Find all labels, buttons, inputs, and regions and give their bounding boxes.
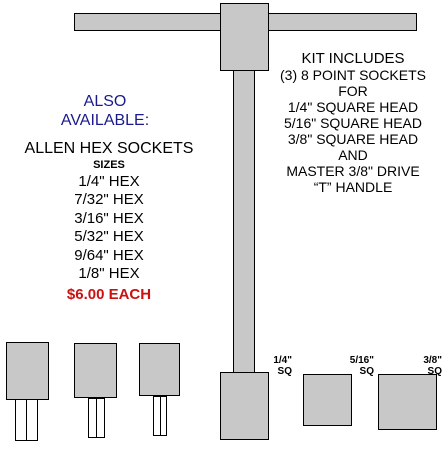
sizes-label: SIZES (93, 159, 125, 171)
list-item: 9/64" HEX (74, 246, 144, 264)
socket-5-16-square (303, 374, 352, 426)
socket-size: 1/4" (273, 355, 292, 366)
allen-socket-1-bit-line (26, 399, 27, 441)
kit-line: AND (338, 147, 368, 163)
kit-line: 5/16" SQUARE HEAD (283, 115, 423, 131)
allen-socket-2-body (74, 343, 117, 398)
list-item: 1/4" HEX (78, 173, 140, 190)
allen-socket-3-bit-line (160, 396, 161, 436)
kit-line: KIT INCLUDES (301, 50, 405, 67)
socket-3-8-square (378, 374, 437, 430)
socket-unit: SQ (277, 366, 292, 377)
allen-size-list: 1/4" HEX 7/32" HEX 3/16" HEX 5/32" HEX 9… (0, 173, 218, 283)
t-handle-hub (220, 3, 269, 71)
list-item: 3/16" HEX (74, 209, 144, 227)
socket-label-5-16: 5/16" SQ (330, 355, 374, 377)
kit-includes-text: KIT INCLUDES (3) 8 POINT SOCKETS FOR 1/4… (268, 50, 438, 196)
kit-line: FOR (338, 83, 368, 99)
allen-socket-1-body (6, 342, 49, 400)
price-label: $6.00 EACH (66, 286, 152, 303)
kit-line: 3/8" SQUARE HEAD (287, 131, 419, 147)
t-handle-shaft (233, 70, 255, 374)
allen-hex-title: ALLEN HEX SOCKETS (24, 140, 194, 157)
also-line: ALSO (83, 93, 127, 110)
list-item: 5/32" HEX (74, 228, 144, 246)
kit-line: 1/4" SQUARE HEAD (287, 99, 419, 115)
socket-size: 3/8" (423, 355, 442, 366)
list-item: 1/8" HEX (78, 265, 140, 283)
available-line: AVAILABLE: (60, 112, 150, 129)
socket-unit: SQ (359, 366, 374, 377)
socket-label-1-4: 1/4" SQ (258, 355, 292, 377)
also-available-heading: ALSO AVAILABLE: (30, 92, 180, 130)
socket-size: 5/16" (349, 355, 374, 366)
socket-label-3-8: 3/8" SQ (404, 355, 442, 377)
kit-line: MASTER 3/8" DRIVE (286, 163, 420, 179)
socket-unit: SQ (427, 366, 442, 377)
t-handle-drive-socket (220, 372, 269, 440)
allen-socket-3-body (139, 343, 180, 396)
kit-line: “T” HANDLE (313, 179, 393, 195)
list-item: 7/32" HEX (74, 191, 144, 209)
allen-socket-2-bit-line (96, 398, 97, 438)
kit-line: (3) 8 POINT SOCKETS (280, 67, 426, 83)
